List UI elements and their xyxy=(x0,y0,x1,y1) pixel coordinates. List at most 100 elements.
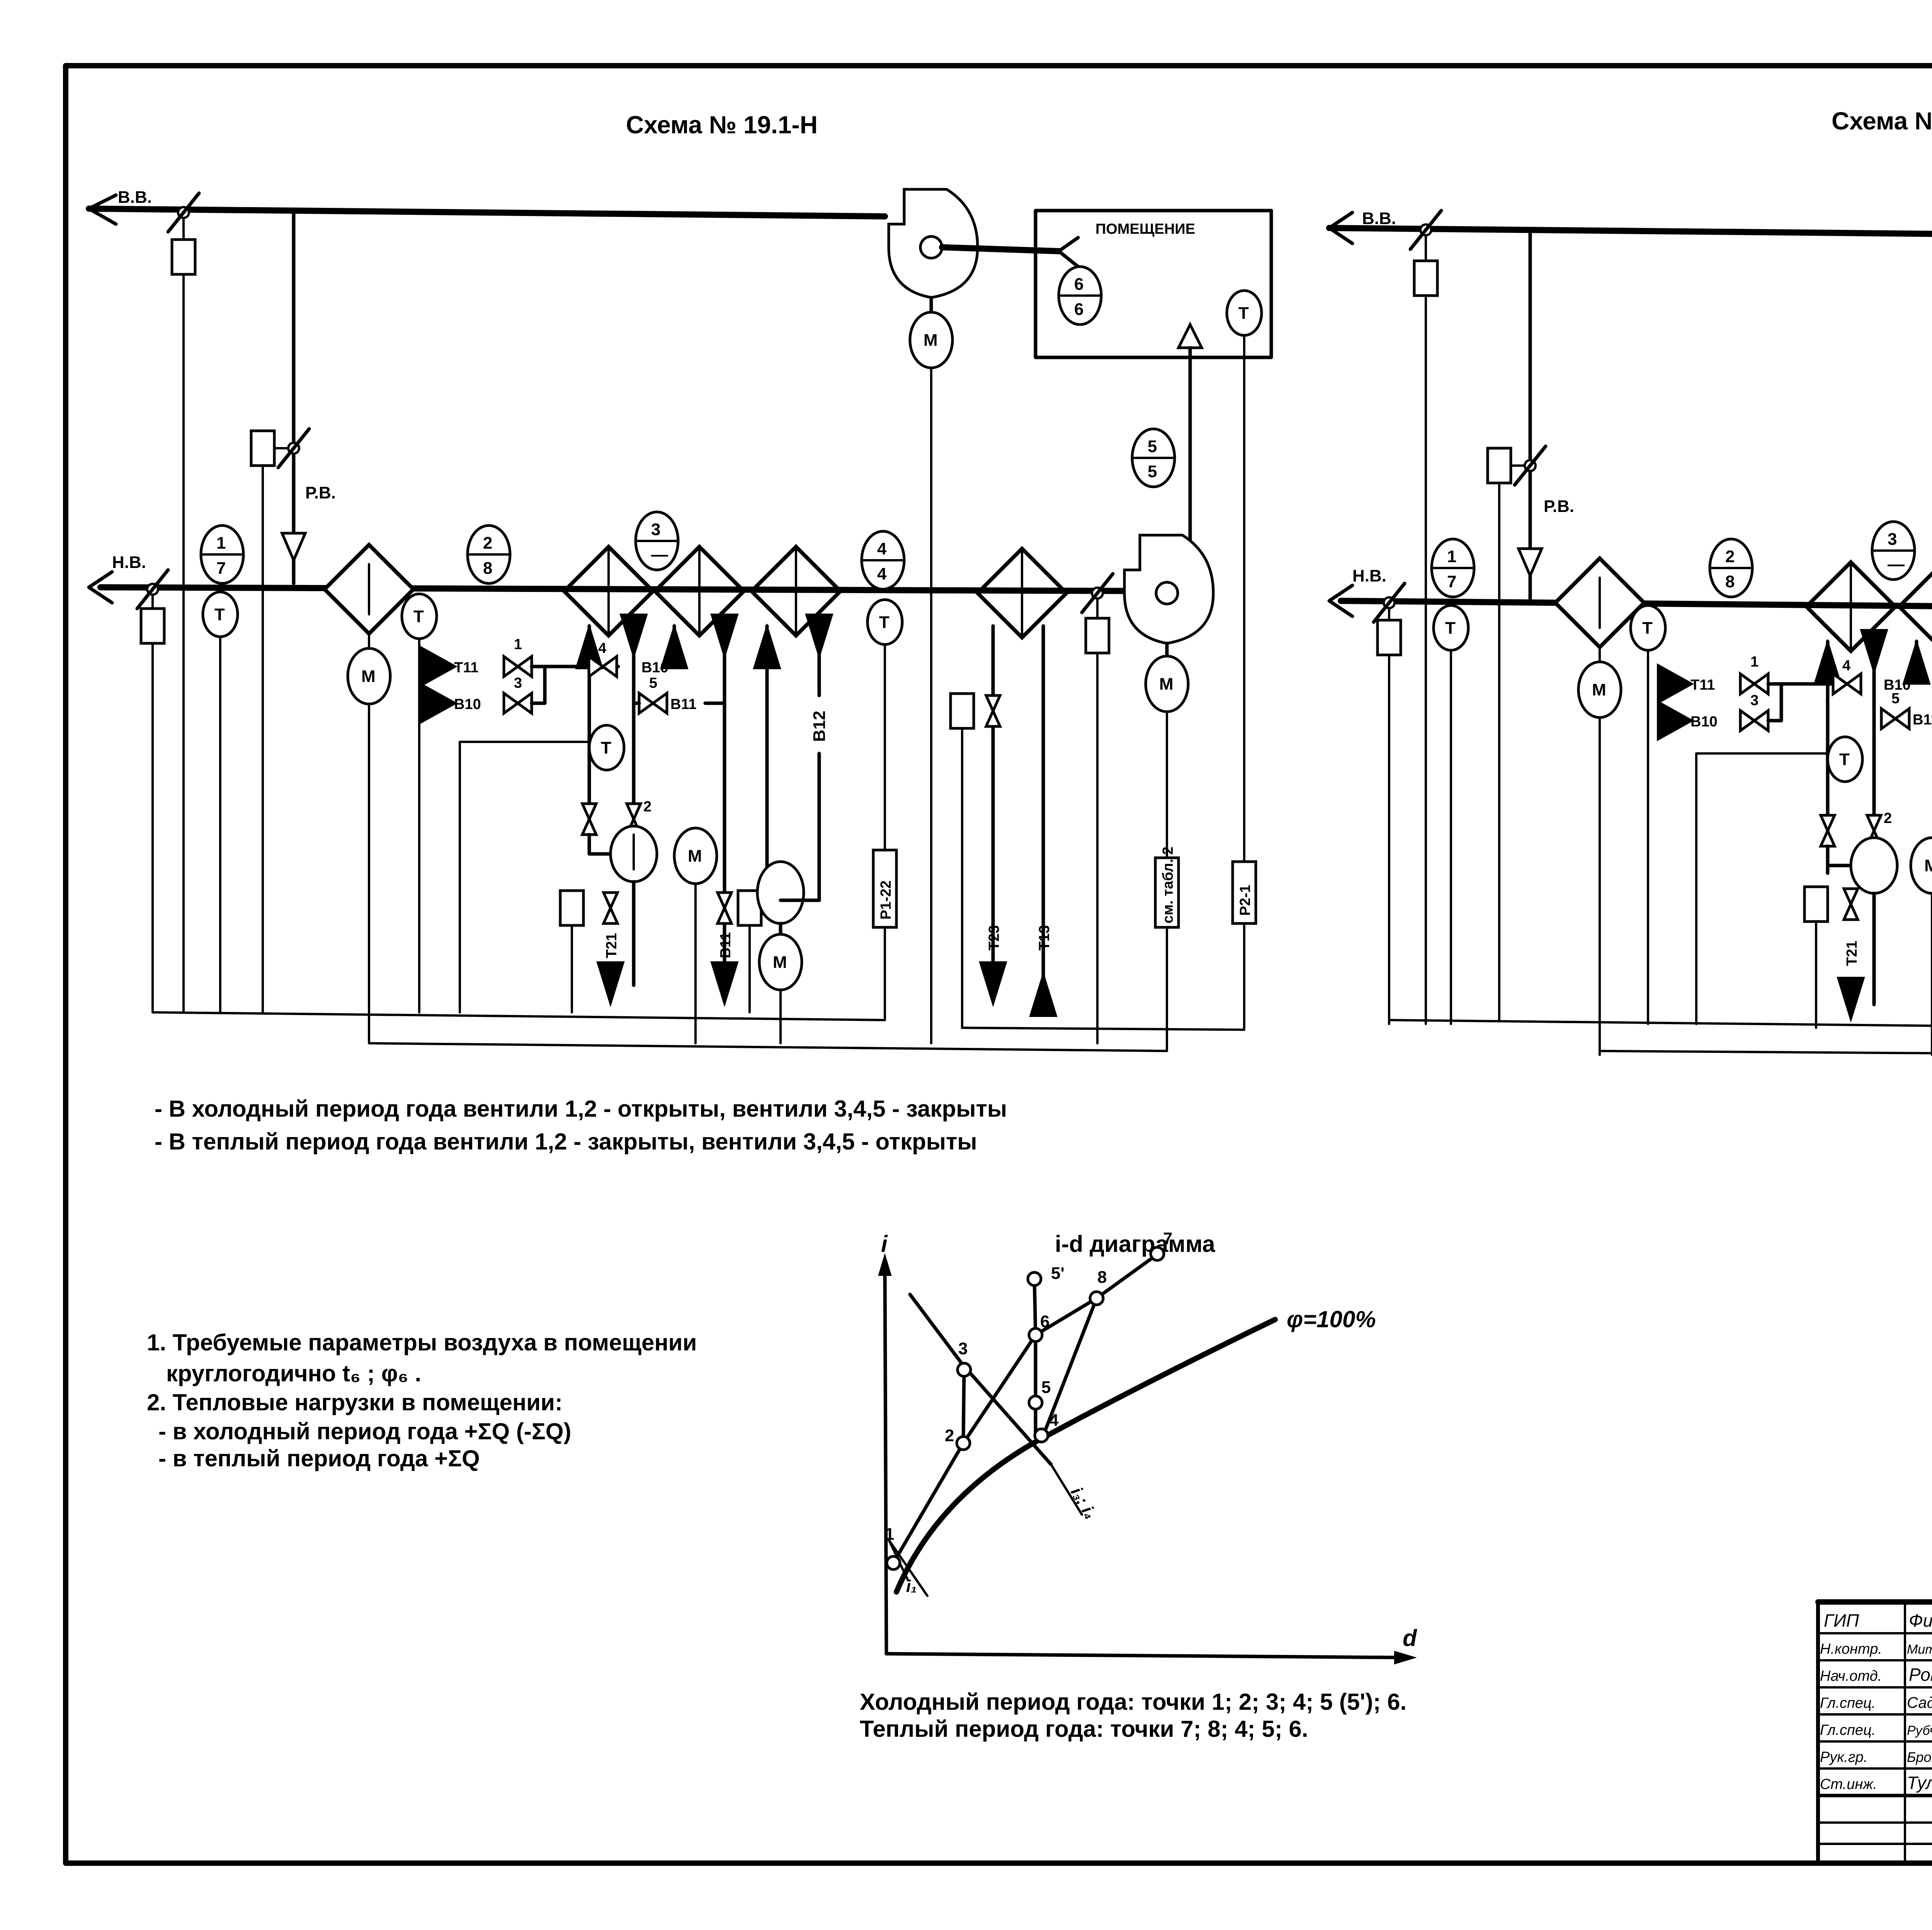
id-points xyxy=(885,1246,1165,1571)
svg-text:Р.В.: Р.В. xyxy=(1544,497,1574,516)
svg-text:φ=100%: φ=100% xyxy=(1287,1306,1376,1332)
label-exhaust-air: В.В. xyxy=(118,188,152,207)
svg-text:5: 5 xyxy=(1148,462,1157,481)
svg-text:Р1-22: Р1-22 xyxy=(878,881,894,920)
svg-text:- в холодный период года +ΣQ (: - в холодный период года +ΣQ (-ΣQ) xyxy=(158,1418,571,1444)
point-5 xyxy=(1027,1394,1044,1411)
svg-text:4: 4 xyxy=(1049,1411,1059,1430)
signature-rows xyxy=(1816,1632,1932,1845)
svg-text:3: 3 xyxy=(514,675,522,691)
svg-text:T: T xyxy=(1642,619,1653,638)
svg-text:8: 8 xyxy=(1725,572,1735,591)
intake-arrow-icon xyxy=(87,570,114,605)
d-axis xyxy=(884,1652,1412,1660)
exhaust-arrow-icon xyxy=(87,193,118,226)
process-2-3 xyxy=(961,1368,966,1445)
svg-text:Т21: Т21 xyxy=(604,933,620,958)
svg-text:M: M xyxy=(1159,675,1173,694)
svg-text:M: M xyxy=(361,667,376,686)
svg-text:2. Тепловые нагрузки в помещен: 2. Тепловые нагрузки в помещении: xyxy=(147,1389,563,1415)
signature-table: ГИП Фингер 08.86 Н.контр. Митрофанова 08… xyxy=(1820,1610,1932,1793)
warm-period-points: Теплый период года: точки 7; 8; 4; 5; 6. xyxy=(860,1716,1308,1742)
svg-text:T: T xyxy=(1839,750,1850,769)
svg-text:Садовская: Садовская xyxy=(1907,1694,1932,1711)
svg-text:1: 1 xyxy=(216,534,226,553)
svg-text:i₁: i₁ xyxy=(906,1577,917,1596)
svg-text:T: T xyxy=(1445,619,1456,638)
valve-5-icon xyxy=(639,693,667,713)
recirc-arrow-icon xyxy=(280,532,308,564)
svg-text:1. Требуемые параметры воздуха: 1. Требуемые параметры воздуха в помещен… xyxy=(147,1330,697,1355)
svg-text:Романов: Романов xyxy=(1909,1665,1932,1685)
svg-text:3: 3 xyxy=(1888,530,1897,549)
scheme-title: Схема № 19.2-Н xyxy=(1832,107,1932,135)
valve-note-cold: - В холодный период года вентили 1,2 - о… xyxy=(155,1096,1007,1122)
svg-text:см. табл. 2: см. табл. 2 xyxy=(1160,847,1176,923)
svg-text:Т11: Т11 xyxy=(454,660,478,676)
point-3 xyxy=(956,1362,972,1378)
title-block: 21762-01 50 ГИП Фин xyxy=(1815,1599,1932,1865)
process-8-7 xyxy=(1095,1254,1157,1300)
svg-text:4: 4 xyxy=(598,640,606,656)
svg-text:В10: В10 xyxy=(1690,714,1718,730)
return-fan-icon xyxy=(889,189,978,298)
svg-text:6: 6 xyxy=(1040,1312,1049,1331)
svg-text:8: 8 xyxy=(1097,1268,1107,1287)
pump-2-icon xyxy=(756,860,805,925)
svg-text:В.В.: В.В. xyxy=(1362,209,1396,228)
svg-text:5: 5 xyxy=(1041,1378,1051,1397)
scheme-19-2: Схема № 19.2-Н В.В. M M ПОМЕЩЕНИЕ 6 6 T xyxy=(1326,107,1932,1056)
point-4 xyxy=(1033,1427,1049,1444)
id-diagram: i-d диаграмма i d φ=100% i₁ i₃; i₄ xyxy=(860,1229,1417,1742)
saturation-curve xyxy=(894,1317,1278,1595)
svg-text:Н.В.: Н.В. xyxy=(1352,566,1386,585)
supply-diffuser-icon xyxy=(1176,321,1204,349)
room-exhaust-grille-icon xyxy=(1057,236,1080,269)
damper-actuator-icon xyxy=(172,240,195,274)
svg-text:2: 2 xyxy=(483,534,492,553)
process-6-8 xyxy=(1034,1296,1099,1337)
svg-text:Рубчинский: Рубчинский xyxy=(1907,1723,1932,1738)
svg-text:2: 2 xyxy=(643,799,651,815)
valve-1-icon xyxy=(504,656,532,677)
point-2 xyxy=(955,1435,971,1451)
panel-see-table-2 xyxy=(1154,856,1180,929)
svg-text:T: T xyxy=(1238,304,1249,323)
svg-text:T: T xyxy=(214,605,225,624)
valve-note-warm: - В теплый период года вентили 1,2 - зак… xyxy=(155,1129,977,1155)
requirements-notes: 1. Требуемые параметры воздуха в помещен… xyxy=(147,1330,697,1471)
svg-text:Рук.гр.: Рук.гр. xyxy=(1820,1749,1867,1765)
svg-text:Тулупова: Тулупова xyxy=(1907,1773,1932,1793)
svg-text:T: T xyxy=(601,738,611,757)
svg-text:1: 1 xyxy=(1447,547,1456,566)
svg-text:Митрофанова: Митрофанова xyxy=(1907,1642,1932,1657)
svg-text:Фингер: Фингер xyxy=(1909,1610,1932,1631)
svg-text:7: 7 xyxy=(1163,1229,1172,1248)
svg-text:T: T xyxy=(879,613,889,632)
svg-text:В11: В11 xyxy=(718,932,734,958)
id-diagram-title: i-d диаграмма xyxy=(1055,1231,1215,1257)
svg-text:- в теплый период года +ΣQ: - в теплый период года +ΣQ xyxy=(158,1445,480,1471)
svg-text:5': 5' xyxy=(1051,1264,1065,1283)
point-1 xyxy=(885,1555,901,1571)
svg-text:—: — xyxy=(1888,555,1905,574)
svg-text:Т11: Т11 xyxy=(1690,677,1715,693)
room-label: ПОМЕЩЕНИЕ xyxy=(1095,221,1195,237)
svg-text:1: 1 xyxy=(1750,654,1759,670)
valve-4-icon xyxy=(589,656,617,677)
svg-text:Т13: Т13 xyxy=(1036,925,1053,951)
svg-text:2: 2 xyxy=(945,1426,954,1445)
svg-text:M: M xyxy=(688,847,702,866)
motor-label: M xyxy=(923,331,938,350)
i-axis xyxy=(883,1262,888,1656)
svg-text:Т21: Т21 xyxy=(1844,941,1860,966)
svg-text:4: 4 xyxy=(877,539,887,558)
point-6 xyxy=(1027,1327,1044,1343)
panel-p1-22 xyxy=(872,849,898,929)
sheet-border xyxy=(63,63,1932,1866)
svg-text:В11: В11 xyxy=(1913,712,1932,728)
svg-text:8: 8 xyxy=(483,559,492,578)
svg-text:Ст.инж.: Ст.инж. xyxy=(1820,1776,1877,1792)
process-1-2 xyxy=(891,1441,965,1565)
svg-text:Т23: Т23 xyxy=(986,925,1002,951)
